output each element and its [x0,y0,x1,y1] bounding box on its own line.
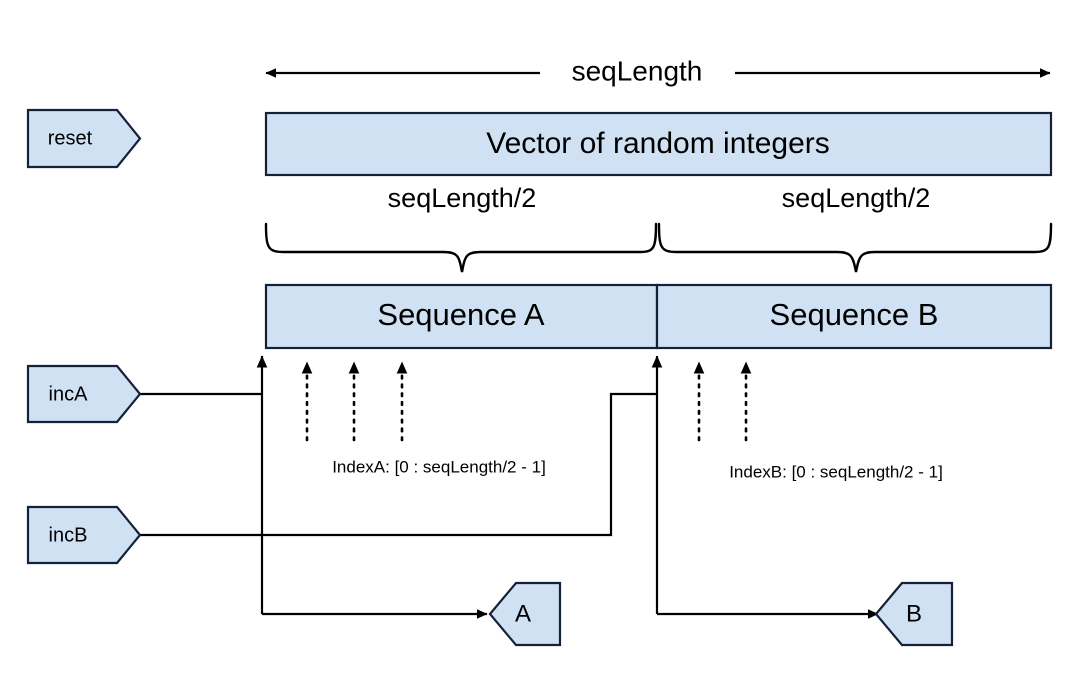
index-b-label: IndexB: [0 : seqLength/2 - 1] [729,462,943,481]
vector-box [264,111,1053,177]
incB-flag[interactable] [26,505,142,565]
output-a-flag-label: A [515,600,531,627]
brace-right [657,222,1053,273]
reset-flag-label: reset [48,127,93,149]
index-a-label: IndexA: [0 : seqLength/2 - 1] [332,457,546,476]
seqlength-label: seqLength [572,55,703,86]
sequence-a-pointers [256,355,408,614]
vector-box-label: Vector of random integers [486,127,830,160]
incA-flag[interactable] [26,364,142,424]
sequence-a-box [264,283,659,350]
incA-flag-label: incA [49,383,89,405]
half-label-left: seqLength/2 [388,183,537,213]
output-b-flag-label: B [906,600,922,627]
brace-left [264,222,658,273]
reset-flag[interactable] [26,108,142,169]
sequence-b-label: Sequence B [770,297,939,332]
output-b-flag[interactable] [874,581,954,647]
incB-connector [137,392,657,537]
half-label-right: seqLength/2 [782,183,931,213]
sequence-a-label: Sequence A [377,297,545,332]
output-a-flag[interactable] [488,581,562,647]
incB-flag-label: incB [49,524,88,546]
sequence-b-box [655,283,1053,350]
sequence-b-pointers [651,355,752,614]
